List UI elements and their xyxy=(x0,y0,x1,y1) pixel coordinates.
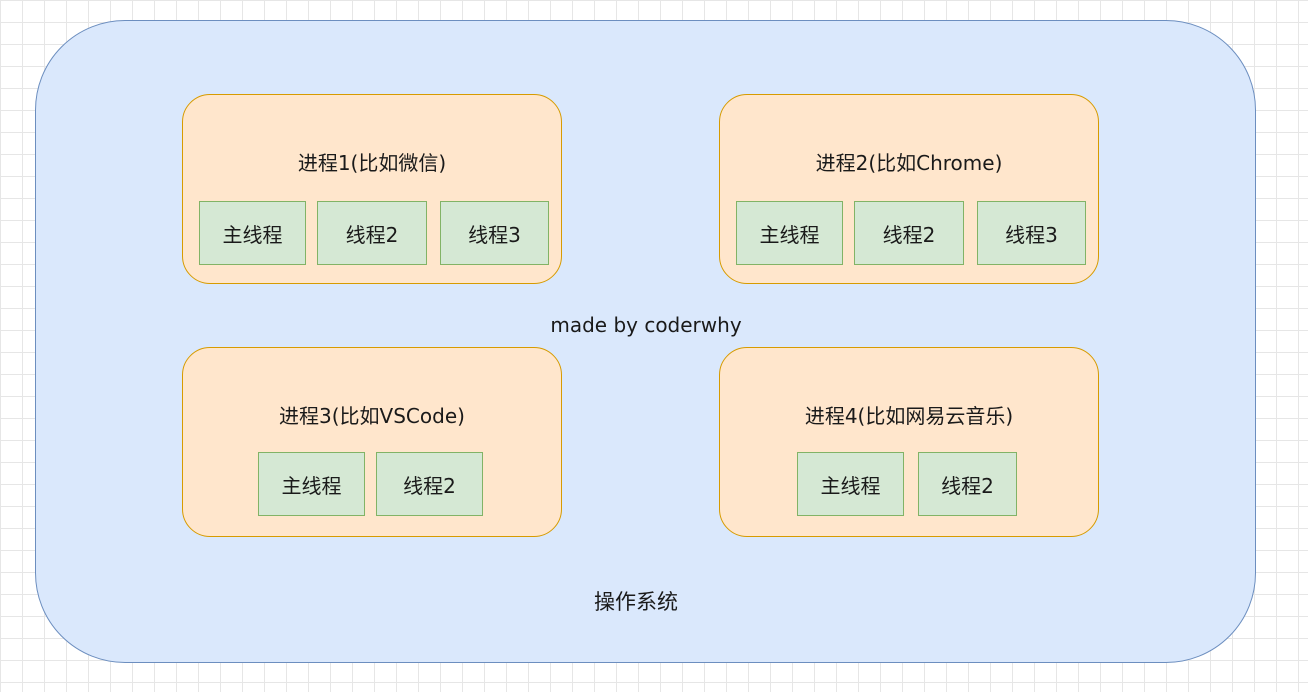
process-title: 进程1(比如微信) xyxy=(297,151,447,175)
thread-box-2: 线程2 xyxy=(376,452,483,516)
thread-box-3: 线程3 xyxy=(977,201,1086,265)
os-label: 操作系统 xyxy=(594,590,678,614)
process-title: 进程4(比如网易云音乐) xyxy=(804,404,1014,428)
thread-box-main: 主线程 xyxy=(258,452,365,516)
thread-box-main: 主线程 xyxy=(797,452,904,516)
thread-box-2: 线程2 xyxy=(918,452,1017,516)
process-box-3: 进程3(比如VSCode) 主线程 线程2 xyxy=(182,347,562,537)
thread-box-main: 主线程 xyxy=(736,201,843,265)
thread-box-2: 线程2 xyxy=(317,201,427,265)
process-box-2: 进程2(比如Chrome) 主线程 线程2 线程3 xyxy=(719,94,1099,284)
thread-box-3: 线程3 xyxy=(440,201,549,265)
watermark-text: made by coderwhy xyxy=(550,313,742,337)
thread-box-main: 主线程 xyxy=(199,201,306,265)
process-box-1: 进程1(比如微信) 主线程 线程2 线程3 xyxy=(182,94,562,284)
process-box-4: 进程4(比如网易云音乐) 主线程 线程2 xyxy=(719,347,1099,537)
thread-box-2: 线程2 xyxy=(854,201,964,265)
process-title: 进程3(比如VSCode) xyxy=(279,404,465,428)
process-title: 进程2(比如Chrome) xyxy=(815,151,1003,175)
